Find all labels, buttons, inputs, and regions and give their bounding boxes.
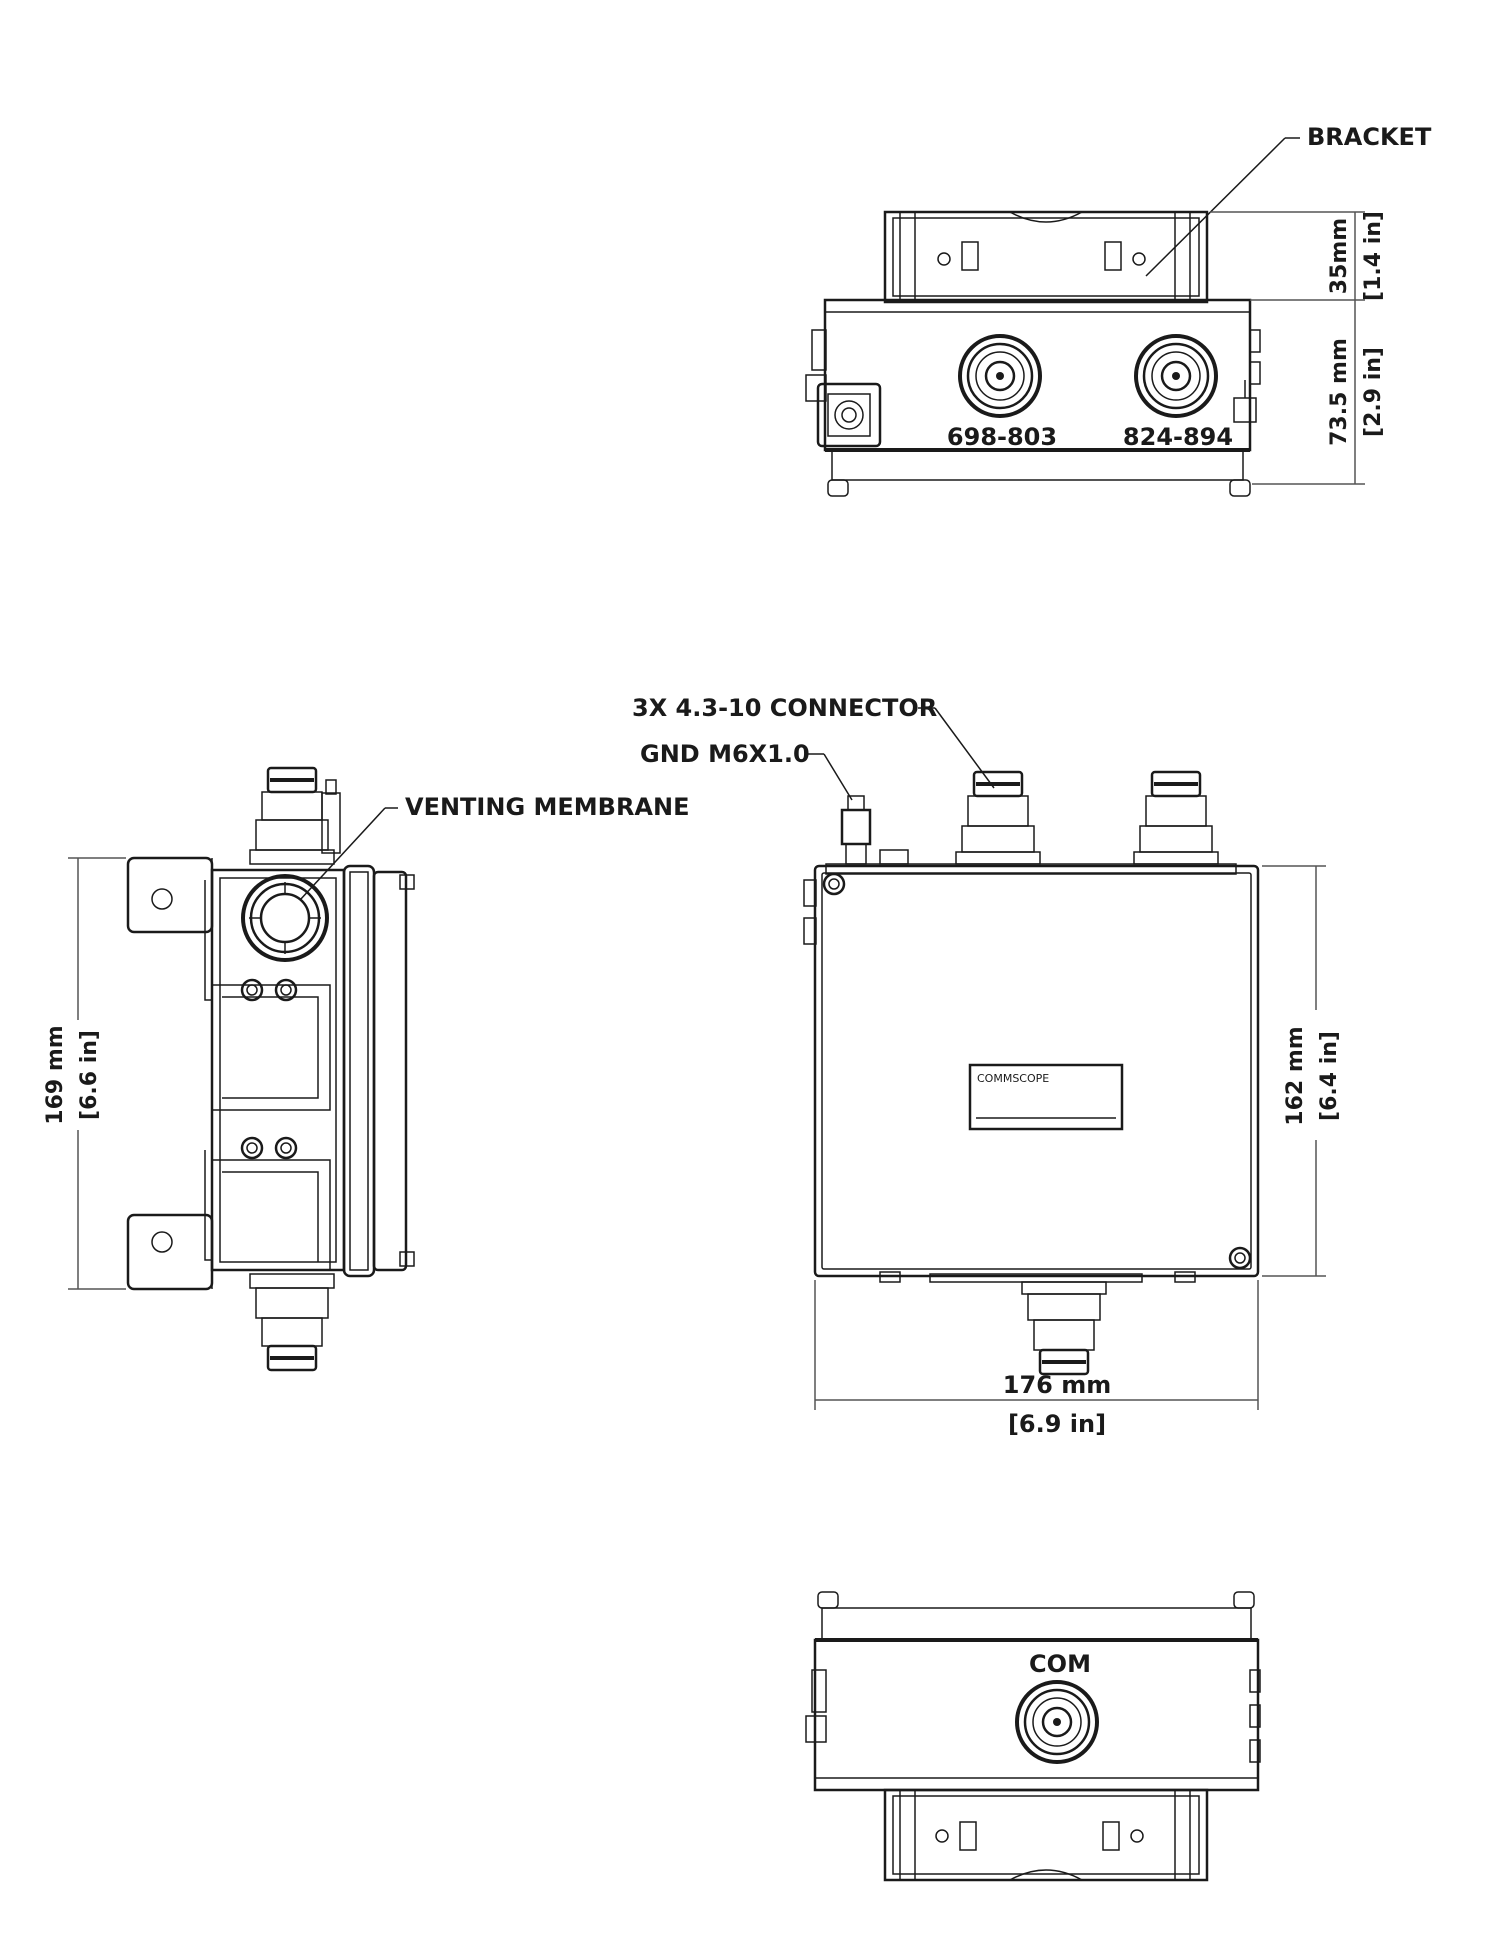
side-height-in: [6.6 in] <box>77 1030 102 1120</box>
bracket-leader-line <box>1145 137 1286 277</box>
side-view: VENTING MEMBRANE 169 mm [6.6 in] <box>43 766 689 1372</box>
com-label: COM <box>1029 1650 1091 1678</box>
nameplate-brand: COMMSCOPE <box>977 1072 1049 1085</box>
bracket-label: BRACKET <box>1307 123 1432 151</box>
connector-label: 3X 4.3-10 CONNECTOR <box>632 694 937 722</box>
front-width-dimension: 176 mm [6.9 in] <box>814 1280 1259 1438</box>
venting-membrane <box>241 874 329 962</box>
nameplate: COMMSCOPE <box>968 1063 1124 1131</box>
front-connector-1 <box>955 770 1041 865</box>
com-connector <box>1015 1680 1099 1764</box>
top-connector-1 <box>958 334 1042 418</box>
top-view: 698-803 824-894 BRACKET 35mm [1.4 in] 73… <box>805 123 1432 497</box>
top-body <box>805 298 1261 497</box>
top-connector-2 <box>1134 334 1218 418</box>
body-depth-mm: 73.5 mm <box>1327 338 1352 446</box>
front-bottom-connector <box>1021 1281 1107 1376</box>
port-2-label: 824-894 <box>1123 423 1233 451</box>
front-height-dimension: 162 mm [6.4 in] <box>1262 865 1342 1277</box>
venting-leader-line <box>299 807 386 901</box>
side-top-connector <box>249 766 341 865</box>
side-bracket-tabs <box>126 856 214 1291</box>
gnd-label: GND M6X1.0 <box>640 740 810 768</box>
side-view-dimension: 169 mm [6.6 in] <box>43 857 126 1290</box>
front-connector-2 <box>1133 770 1219 865</box>
top-view-dimensions: 35mm [1.4 in] 73.5 mm [2.9 in] <box>1210 211 1386 485</box>
bracket-depth-mm: 35mm <box>1327 218 1352 294</box>
front-height-in: [6.4 in] <box>1317 1031 1342 1121</box>
front-width-in: [6.9 in] <box>1008 1410 1106 1438</box>
side-height-mm: 169 mm <box>43 1025 68 1124</box>
front-body <box>803 863 1260 1283</box>
port-1-label: 698-803 <box>947 423 1057 451</box>
front-view: COMMSCOPE 3X 4.3-10 CONNECTOR GND M6X1.0… <box>632 694 1342 1438</box>
venting-membrane-label: VENTING MEMBRANE <box>405 793 689 821</box>
top-bracket <box>883 210 1209 304</box>
side-housing <box>204 864 415 1278</box>
front-gnd-stud <box>840 795 909 865</box>
side-bottom-connector <box>249 1273 335 1372</box>
body-depth-in: [2.9 in] <box>1361 347 1386 437</box>
bottom-bracket <box>883 1788 1209 1882</box>
front-height-mm: 162 mm <box>1283 1026 1308 1125</box>
bracket-depth-in: [1.4 in] <box>1361 211 1386 301</box>
front-width-mm: 176 mm <box>1003 1371 1111 1399</box>
bottom-view: COM <box>805 1591 1261 1882</box>
